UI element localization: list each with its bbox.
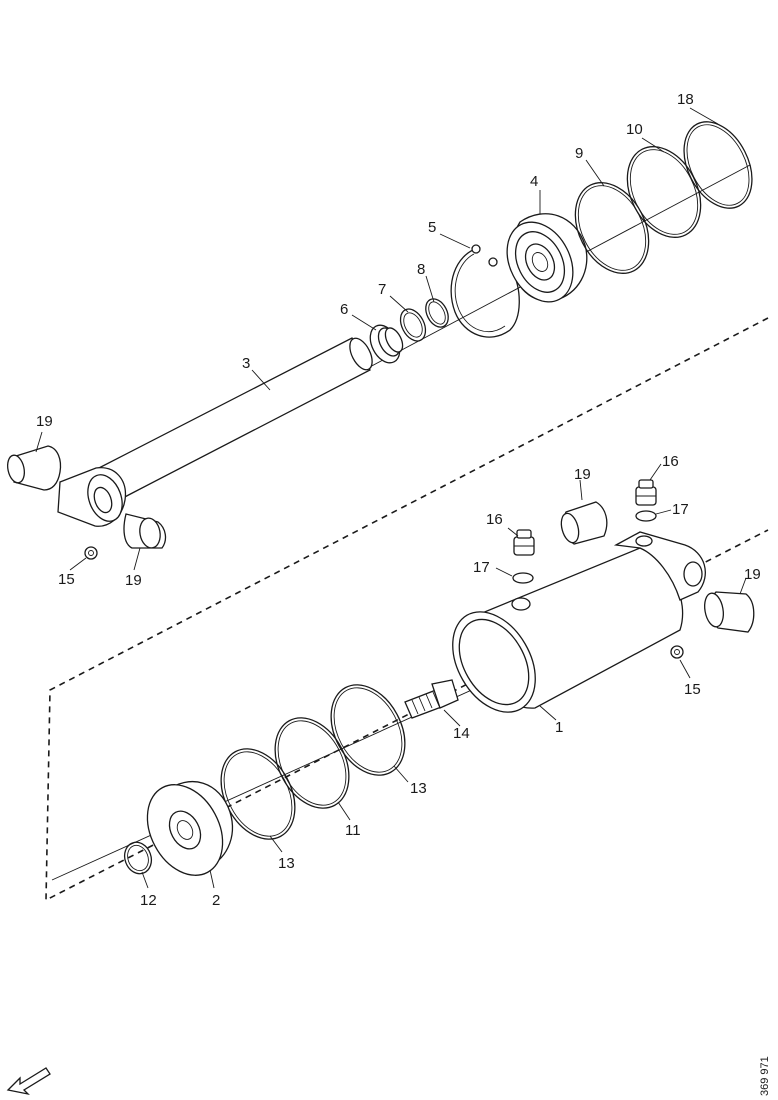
callout-12: 12 [140, 892, 157, 909]
callout-19-rod-right: 19 [125, 572, 142, 589]
circlip [450, 244, 520, 338]
callout-11: 11 [345, 822, 361, 839]
callout-16-left: 16 [486, 511, 503, 528]
restrictor-screw [404, 679, 459, 719]
cylinder-head [146, 781, 234, 876]
breather-fitting-16-right [635, 479, 657, 506]
cylinder-barrel [452, 531, 706, 713]
bushing-19-barrel-right [704, 591, 755, 633]
callout-18: 18 [677, 91, 694, 108]
callout-2: 2 [212, 892, 220, 909]
callout-16-right: 16 [662, 453, 679, 470]
callout-10: 10 [626, 121, 643, 138]
piston-rod [57, 337, 373, 560]
bushing-19-rod-left [7, 445, 62, 491]
callout-17-left: 17 [473, 559, 490, 576]
arrow-icon [6, 1067, 51, 1096]
callout-6: 6 [340, 301, 348, 318]
leader-lines [35, 107, 747, 889]
callout-7: 7 [378, 281, 386, 298]
seal-washer-17-right [635, 510, 657, 522]
seal-13-upper [330, 684, 406, 776]
wiper-seal [369, 324, 404, 364]
callout-labels: 1 2 3 4 5 6 7 8 9 10 11 12 13 13 14 15 1… [36, 91, 761, 909]
callout-13-lower: 13 [278, 855, 295, 872]
piston [506, 213, 588, 303]
callout-19-rod-left: 19 [36, 413, 53, 430]
bushing-19-rod-right [123, 513, 167, 549]
callout-15-barrel: 15 [684, 681, 701, 698]
o-ring-11 [274, 717, 350, 809]
callout-15-rod: 15 [58, 571, 75, 588]
callout-9: 9 [575, 145, 583, 162]
callout-3: 3 [242, 355, 250, 372]
seal-washer-17-left [512, 572, 534, 584]
callout-19-barrel-top: 19 [574, 466, 591, 483]
callout-14: 14 [453, 725, 470, 742]
assembly-boundary-dashed [45, 317, 769, 902]
o-ring-8 [425, 298, 449, 328]
callout-4: 4 [530, 173, 538, 190]
callout-19-barrel-right: 19 [744, 566, 761, 583]
breather-fitting-16-left [513, 529, 535, 556]
o-ring-12 [123, 841, 153, 875]
figure-reference-number: 369 971 [759, 1056, 771, 1096]
ring-18 [683, 121, 753, 209]
callout-8: 8 [417, 261, 425, 278]
bushing-19-barrel-top [560, 501, 608, 545]
callout-5: 5 [428, 219, 436, 236]
callout-13-upper: 13 [410, 780, 427, 797]
callout-1: 1 [555, 719, 563, 736]
callout-17-right: 17 [672, 501, 689, 518]
